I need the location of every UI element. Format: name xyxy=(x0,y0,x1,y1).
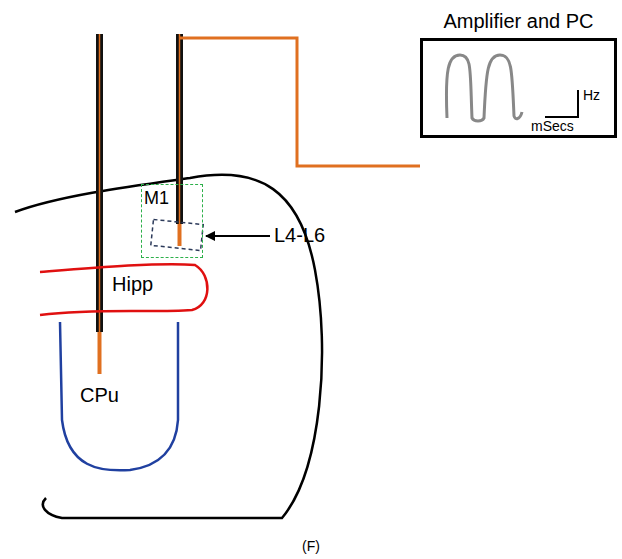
electrode-shaft xyxy=(96,34,103,332)
region-label: M1 xyxy=(144,188,169,209)
box-heading: Amplifier and PC xyxy=(443,10,593,33)
region-outline xyxy=(56,318,182,476)
region-label: Hipp xyxy=(112,273,153,296)
region-outline-path xyxy=(40,264,207,315)
layer-label: L4-L6 xyxy=(274,224,325,247)
region-outline-path xyxy=(60,322,178,470)
striatum-region: CPu xyxy=(56,318,182,476)
electrode-tip xyxy=(178,224,182,246)
instrument-box: Amplifier and PCHzmSecs xyxy=(420,38,617,138)
figure-caption: (F) xyxy=(302,538,320,554)
electrode-core xyxy=(179,34,181,224)
region-box: M1 xyxy=(141,184,203,258)
electrode-tip xyxy=(98,332,102,374)
hippocampus-region: Hipp xyxy=(36,258,214,318)
layer-box xyxy=(151,219,203,250)
electrode-shaft xyxy=(176,34,183,224)
leader-arrow xyxy=(206,235,270,237)
electrode-core xyxy=(99,34,101,332)
axis-label: Hz xyxy=(583,87,600,103)
recording-wire xyxy=(180,38,421,166)
scale-bar xyxy=(545,90,578,117)
waveform-trace xyxy=(446,55,522,121)
axis-label: mSecs xyxy=(531,118,574,134)
region-label: CPu xyxy=(80,384,119,407)
